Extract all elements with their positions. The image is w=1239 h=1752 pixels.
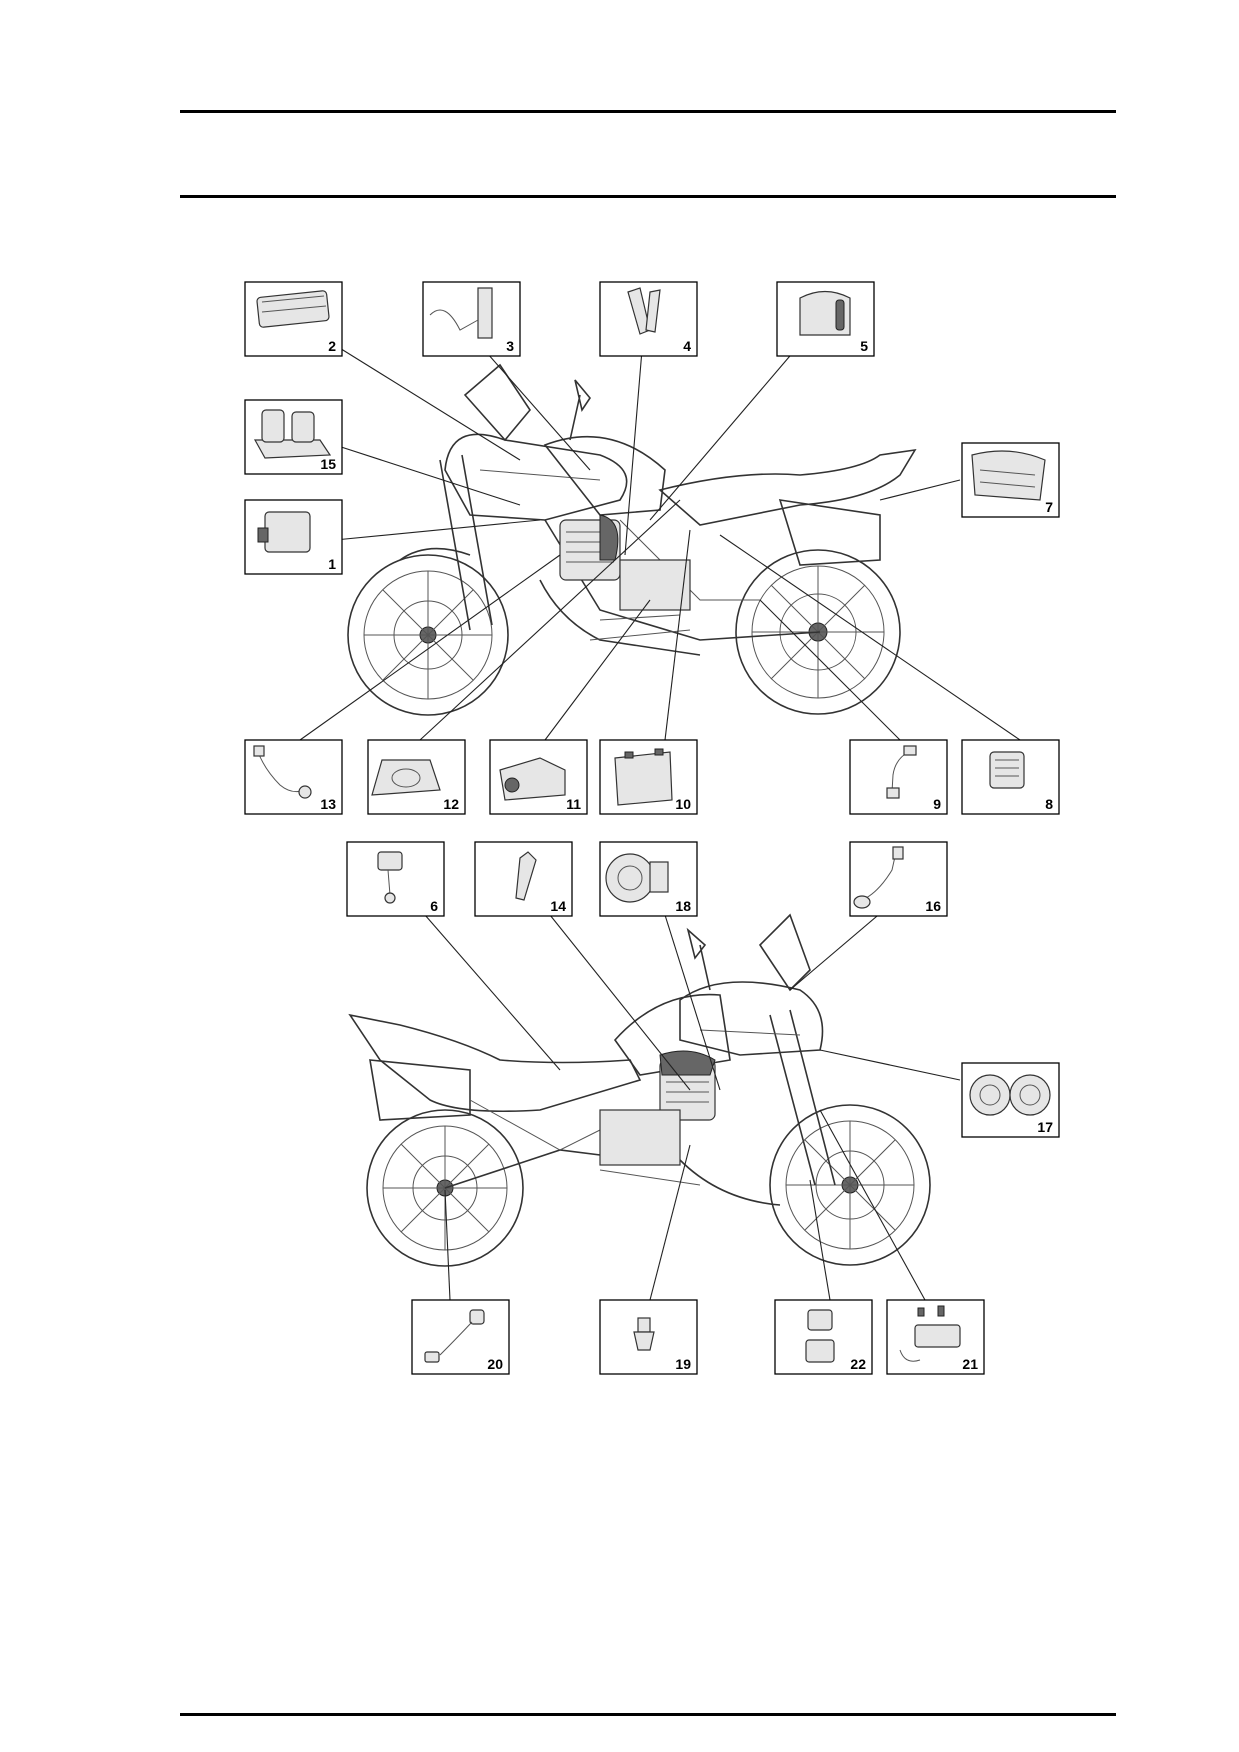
component-box-13: 13 [244,739,343,815]
component-number-20: 20 [487,1356,503,1372]
component-box-19: 19 [599,1299,698,1375]
leader-lines [299,341,1021,1301]
component-number-11: 11 [566,796,581,812]
component-number-18: 18 [675,898,691,914]
component-box-4: 4 [599,281,698,357]
component-box-11: 11 [489,739,588,815]
component-box-15: 15 [244,399,343,475]
component-box-14: 14 [474,841,573,917]
header-rule-top [180,110,1116,113]
component-box-9: 9 [849,739,948,815]
component-number-17: 17 [1037,1119,1053,1135]
component-box-18: 18 [599,841,698,917]
component-box-16: 16 [849,841,948,917]
component-number-6: 6 [430,898,438,914]
component-box-17: 17 [961,1062,1060,1138]
component-number-7: 7 [1045,499,1053,515]
component-number-8: 8 [1045,796,1053,812]
component-number-14: 14 [550,898,566,914]
component-number-21: 21 [962,1356,978,1372]
component-box-10: 10 [599,739,698,815]
component-box-7: 7 [961,442,1060,518]
component-number-22: 22 [850,1356,866,1372]
component-number-3: 3 [506,338,514,354]
component-box-1: 1 [244,499,343,575]
component-number-13: 13 [320,796,336,812]
component-box-12: 12 [367,739,466,815]
component-box-2: 2 [244,281,343,357]
component-number-2: 2 [328,338,336,354]
component-number-5: 5 [860,338,868,354]
component-box-8: 8 [961,739,1060,815]
component-box-6: 6 [346,841,445,917]
component-number-10: 10 [675,796,691,812]
component-number-1: 1 [328,556,336,572]
component-number-16: 16 [925,898,941,914]
component-box-22: 22 [774,1299,873,1375]
component-box-21: 21 [886,1299,985,1375]
motorcycle-right-side-illustration [347,363,917,716]
header-rule-bottom [180,195,1116,198]
component-box-3: 3 [422,281,521,357]
component-number-4: 4 [683,338,691,354]
motorcycle-left-side-illustration [348,913,931,1267]
component-box-5: 5 [776,281,875,357]
component-box-20: 20 [411,1299,510,1375]
component-number-15: 15 [320,456,336,472]
component-number-12: 12 [443,796,459,812]
component-number-19: 19 [675,1356,691,1372]
component-number-9: 9 [933,796,941,812]
footer-rule [180,1713,1116,1716]
